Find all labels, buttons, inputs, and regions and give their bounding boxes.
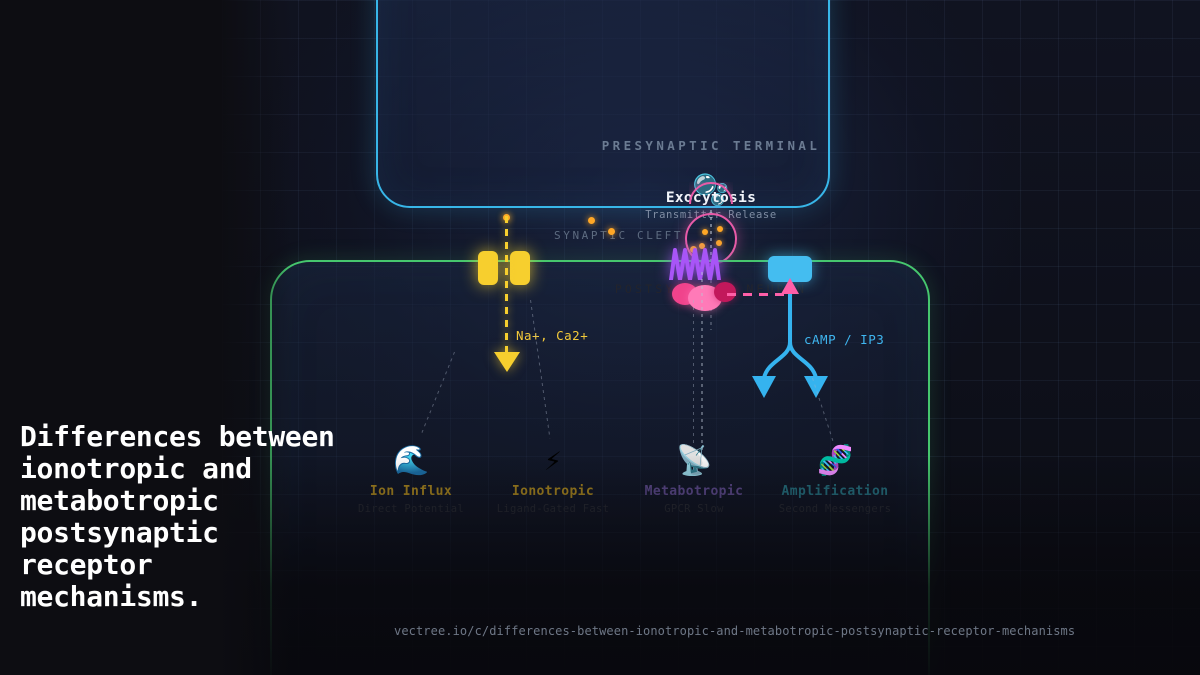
effector-enzyme-box	[768, 256, 812, 282]
neurotransmitter-dot	[702, 229, 708, 235]
feature-amplification: 🧬 Amplification Second Messengers	[760, 443, 910, 516]
dna-icon: 🧬	[816, 443, 854, 477]
presynaptic-terminal-cell	[376, 0, 830, 208]
leader-line	[693, 300, 694, 445]
lightning-icon: ⚡	[544, 443, 562, 477]
gpcr-zigzag-icon	[667, 246, 723, 280]
satellite-icon: 📡	[675, 443, 713, 477]
page-headline: Differences between ionotropic and metab…	[20, 420, 335, 613]
cleft-neurotransmitter	[608, 228, 615, 235]
feature-sub: Second Messengers	[778, 503, 892, 515]
left-text-panel	[0, 0, 222, 675]
feature-name: Metabotropic	[644, 484, 744, 499]
feature-sub: Direct Potential	[358, 503, 464, 515]
feature-sub: GPCR Slow	[664, 503, 724, 515]
ion-species-label: Na+, Ca2+	[516, 328, 589, 343]
neurotransmitter-dot	[716, 240, 722, 246]
neurotransmitter-dot	[699, 243, 705, 249]
feature-sub: Ligand-Gated Fast	[496, 503, 610, 515]
feature-ionotropic: ⚡ Ionotropic Ligand-Gated Fast	[478, 443, 628, 516]
feature-ion-influx: 🌊 Ion Influx Direct Potential	[336, 443, 486, 516]
feature-name: Ion Influx	[369, 484, 453, 499]
synaptic-cleft-label: SYNAPTIC CLEFT	[554, 229, 684, 242]
feature-name: Amplification	[781, 484, 889, 499]
diagram-canvas: PRESYNAPTIC TERMINAL 🫧 Exocytosis Transm…	[222, 0, 1200, 675]
feature-metabotropic: 📡 Metabotropic GPCR Slow	[619, 443, 769, 516]
g-protein-gamma	[714, 282, 736, 302]
cleft-neurotransmitter	[588, 217, 595, 224]
feature-name: Ionotropic	[511, 484, 595, 499]
presynaptic-terminal-label: PRESYNAPTIC TERMINAL	[601, 138, 821, 153]
neurotransmitter-dot	[717, 226, 723, 232]
ionotropic-channel-right	[510, 251, 530, 285]
ion-flow-arrow-head	[494, 352, 520, 372]
footer-url: vectree.io/c/differences-between-ionotro…	[394, 624, 1076, 638]
ion-flow-arrow-shaft	[505, 216, 508, 356]
second-messenger-label: cAMP / IP3	[804, 332, 885, 347]
effector-activation-arrow	[781, 278, 799, 294]
wave-icon: 🌊	[392, 443, 430, 477]
metabotropic-trajectory-line	[701, 272, 703, 452]
second-messenger-branch-arrows	[752, 294, 828, 398]
ionotropic-channel-left	[478, 251, 498, 285]
g-protein-signal-arrow	[727, 293, 787, 296]
